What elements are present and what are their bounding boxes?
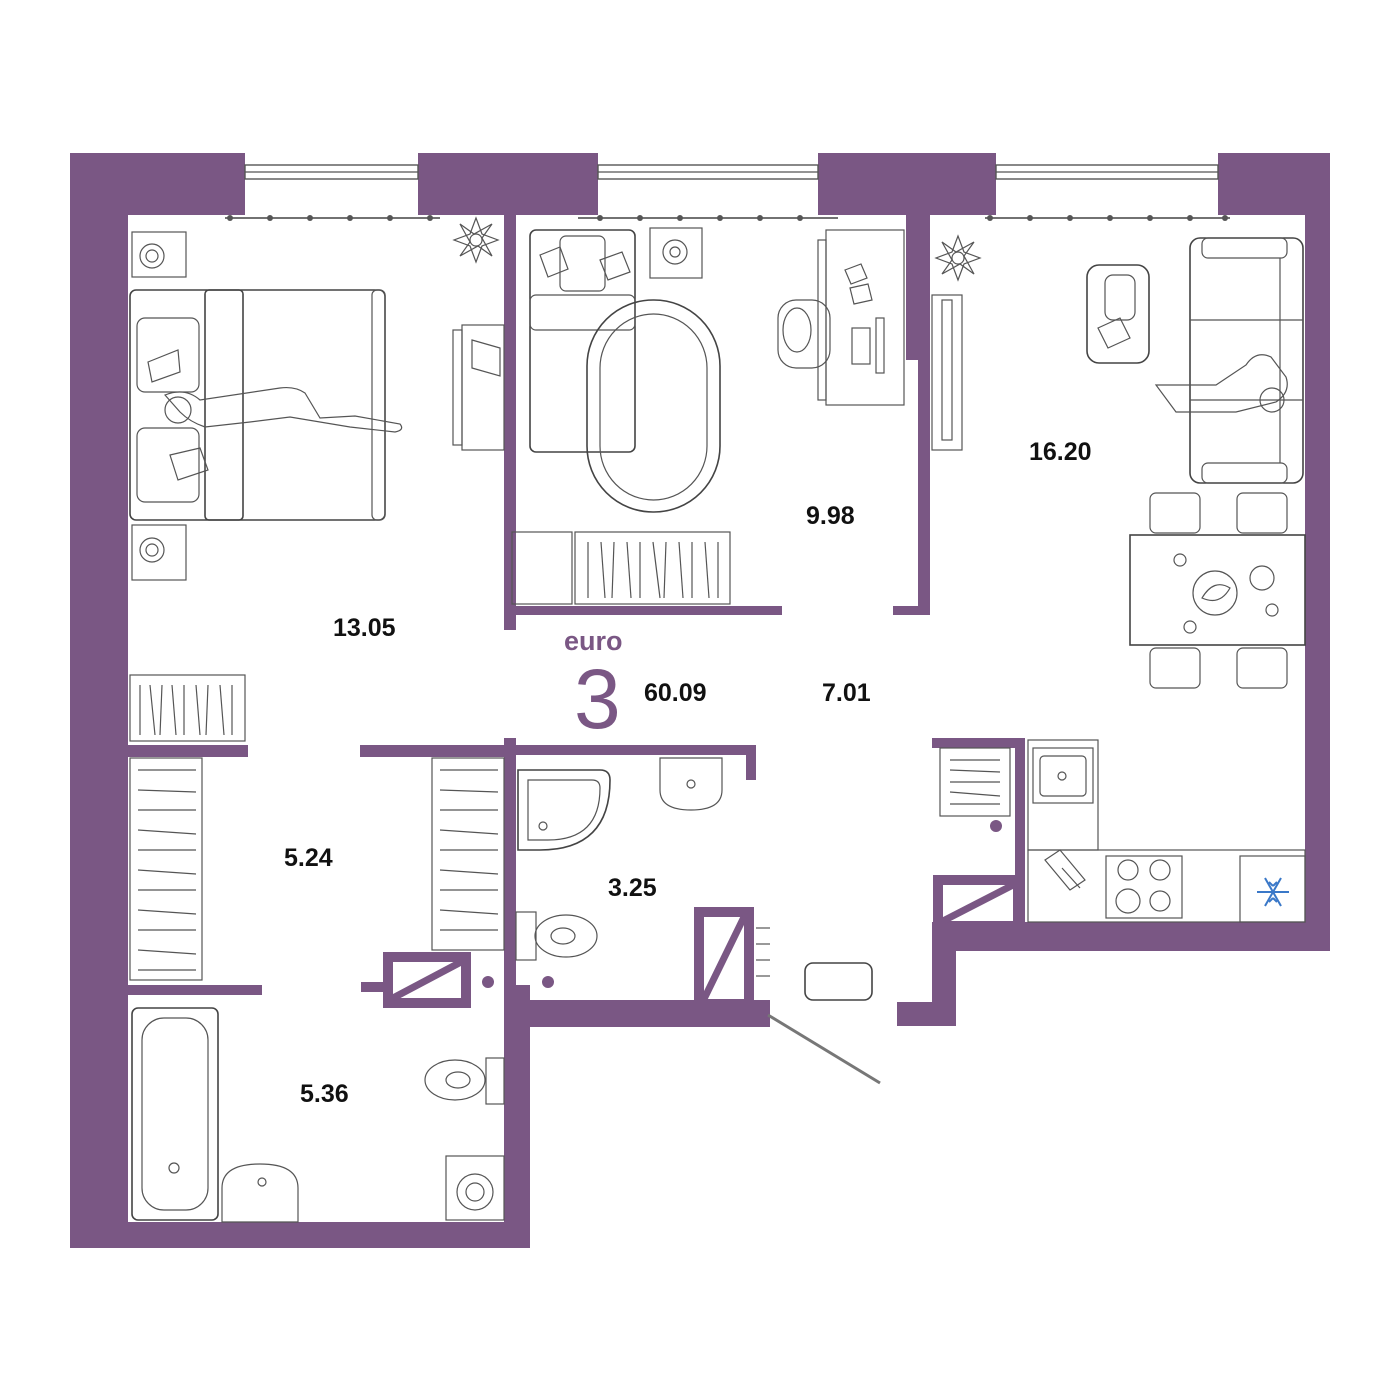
windows <box>244 164 1219 180</box>
radiators <box>225 215 1230 221</box>
area-label-bedroom-master: 13.05 <box>333 614 396 642</box>
area-label-wardrobe: 5.24 <box>284 844 333 872</box>
rooms-count: 3 <box>574 652 621 746</box>
living-furniture <box>931 234 1306 689</box>
area-labels: 13.05 9.98 16.20 7.01 5.24 3.25 5.36 <box>284 438 1092 1108</box>
wardrobe-furniture <box>129 757 881 1085</box>
kitchen-furniture <box>939 739 1306 923</box>
master-bedroom-furniture <box>129 216 505 742</box>
brand-label: euro <box>564 626 623 656</box>
kids-bedroom-furniture <box>511 227 905 605</box>
shower-room-furniture <box>515 757 770 977</box>
area-label-bedroom-kids: 9.98 <box>806 502 855 530</box>
area-label-shower-room: 3.25 <box>608 874 657 902</box>
ventilation-shafts <box>361 820 1023 1009</box>
area-label-hallway: 7.01 <box>822 679 871 707</box>
area-label-living-kitchen: 16.20 <box>1029 438 1092 466</box>
total-area: 60.09 <box>644 679 707 707</box>
bathroom-furniture <box>131 1007 505 1223</box>
walls <box>70 153 1330 1248</box>
apartment-type: euro 3 60.09 <box>564 626 707 746</box>
area-label-bathroom: 5.36 <box>300 1080 349 1108</box>
